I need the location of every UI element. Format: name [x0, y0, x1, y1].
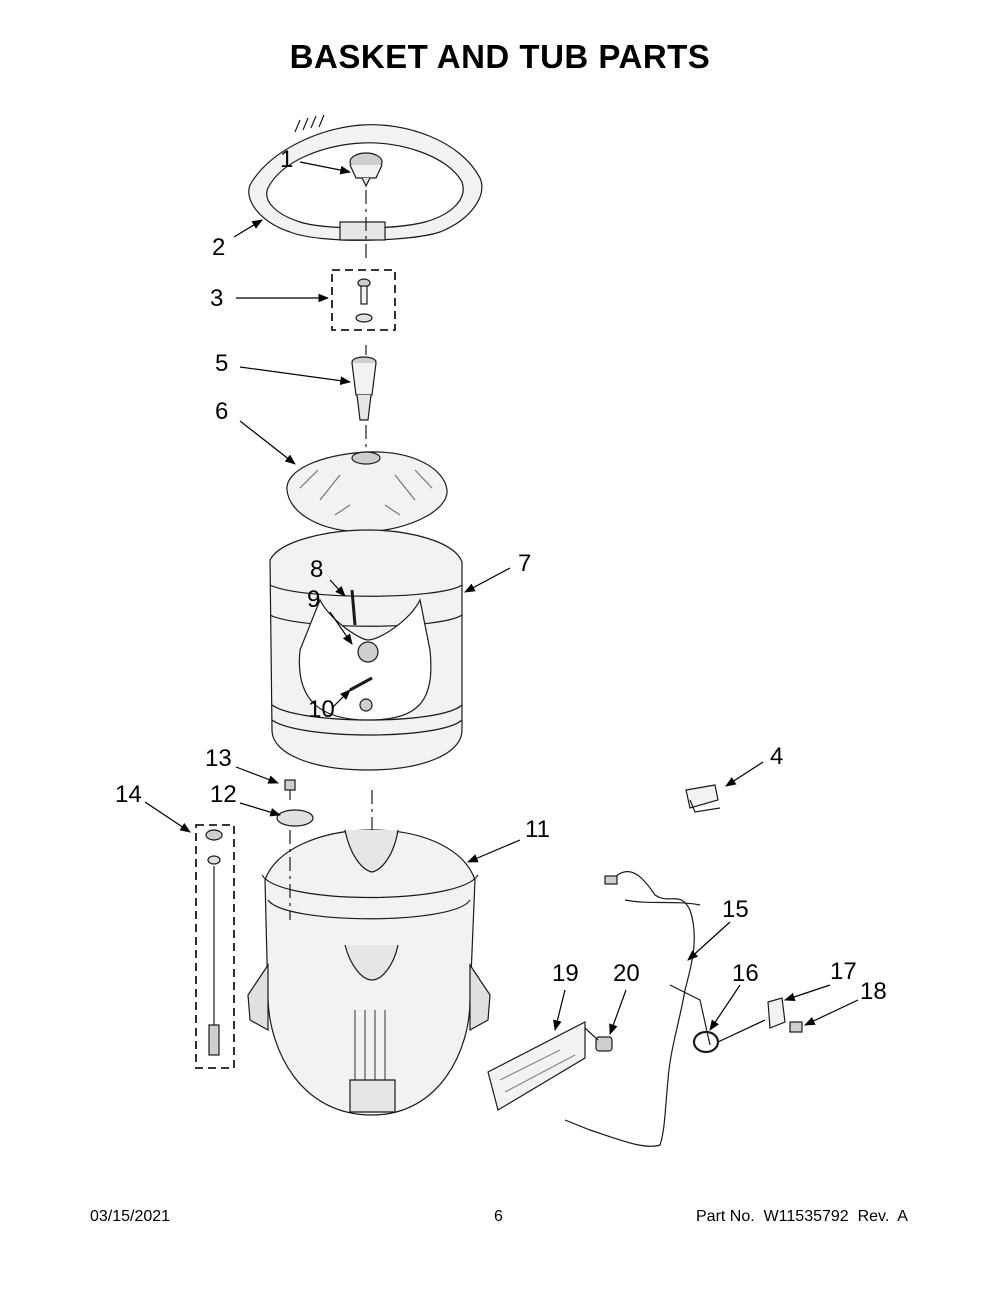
- callout-12: 12: [210, 781, 237, 808]
- ring-marker-part: [692, 1030, 720, 1054]
- callout-5: 5: [215, 350, 229, 377]
- page-title: BASKET AND TUB PARTS: [289, 38, 711, 75]
- callout-1: 1: [280, 146, 294, 173]
- callout-14: 14: [115, 781, 142, 808]
- callout-10: 10: [308, 696, 335, 723]
- impeller-part: [286, 451, 448, 533]
- cap-part: [349, 152, 383, 188]
- callout-20: 20: [613, 960, 640, 987]
- callout-18: 18: [860, 978, 887, 1005]
- screw-and-washer-part: [276, 779, 314, 920]
- callout-3: 3: [210, 285, 224, 312]
- callout-11: 11: [525, 816, 550, 843]
- callout-13: 13: [205, 745, 232, 772]
- plug-part: [584, 1027, 613, 1052]
- footer-page-number: 6: [494, 1208, 503, 1225]
- callout-7: 7: [518, 550, 532, 577]
- callout-15: 15: [722, 896, 749, 923]
- callout-17: 17: [830, 958, 857, 985]
- bolt-part: [331, 269, 396, 331]
- suspension-rod-part: [195, 824, 235, 1069]
- callout-4: 4: [770, 743, 784, 770]
- callout-16: 16: [732, 960, 759, 987]
- bracket-part: [767, 997, 786, 1029]
- leader-lines: [144, 161, 859, 1043]
- shaft-part: [351, 356, 377, 421]
- callout-2: 2: [212, 234, 226, 261]
- wire-harness-part: [564, 871, 711, 1147]
- footer-date: 03/15/2021: [90, 1208, 171, 1225]
- callout-9: 9: [307, 586, 321, 613]
- callout-8: 8: [310, 556, 324, 583]
- callout-19: 19: [552, 960, 579, 987]
- footer-part-number: Part No. W11535792 Rev. A: [696, 1208, 908, 1225]
- panel-part: [487, 1021, 586, 1111]
- clip-part: [685, 784, 721, 813]
- callout-6: 6: [215, 398, 229, 425]
- basket-part: [269, 529, 463, 771]
- connector-part: [789, 1021, 803, 1033]
- outer-tub-part: [247, 829, 491, 1116]
